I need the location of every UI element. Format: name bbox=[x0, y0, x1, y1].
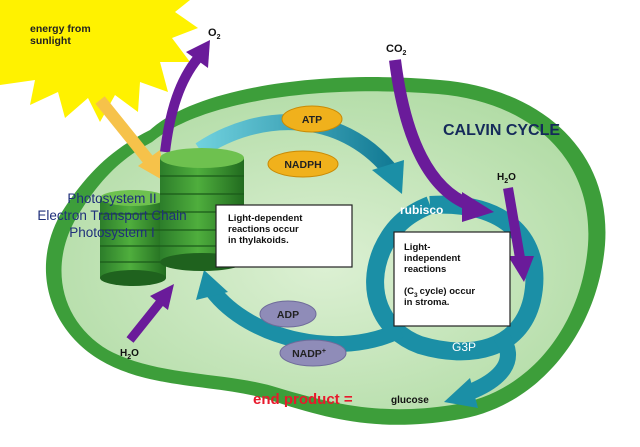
calvin-cycle-ring bbox=[366, 195, 544, 361]
h2o-left-arrow bbox=[126, 297, 166, 343]
g3p-exit-arrowhead bbox=[444, 378, 478, 408]
atp-badge: ATP bbox=[281, 105, 343, 133]
electron-transport-chain-label: Electron Transport Chain bbox=[37, 208, 186, 223]
h2o-right-label: H2O bbox=[497, 172, 516, 185]
g3p-exit-arrow bbox=[466, 330, 516, 400]
end-product-label: end product = bbox=[253, 391, 353, 408]
photosystem-i-label: Photosystem I bbox=[69, 225, 155, 240]
rubisco-label: rubisco bbox=[400, 203, 443, 217]
sunlight-arrow bbox=[95, 96, 155, 166]
svg-text:ADP: ADP bbox=[277, 309, 299, 321]
svg-text:NADPH: NADPH bbox=[284, 159, 321, 171]
sun-icon bbox=[0, 0, 198, 122]
sunlight-arrowhead bbox=[138, 150, 166, 182]
nadph-badge: NADPH bbox=[267, 150, 339, 178]
co2-arrow bbox=[389, 59, 473, 211]
co2-label: CO2 bbox=[386, 43, 407, 57]
h2o-left-label: H2O bbox=[120, 348, 139, 361]
o2-arrowhead bbox=[186, 40, 210, 68]
h2o-right-arrow bbox=[503, 187, 525, 259]
atp-nadph-flow-arrowhead bbox=[372, 160, 404, 194]
o2-label: O2 bbox=[208, 27, 221, 41]
nadp-badge: NADP+ bbox=[279, 339, 347, 367]
h2o-right-arrowhead bbox=[508, 256, 534, 282]
light-dependent-box: Light-dependent reactions occur in thyla… bbox=[215, 204, 353, 268]
co2-arrowhead bbox=[462, 192, 494, 222]
adp-nadp-return-arrowhead bbox=[196, 270, 228, 300]
svg-text:ATP: ATP bbox=[302, 114, 322, 126]
g3p-label: G3P bbox=[452, 340, 476, 354]
adp-nadp-return-arrow bbox=[205, 284, 404, 353]
svg-text:NADP+: NADP+ bbox=[292, 348, 326, 360]
h2o-left-arrowhead bbox=[150, 284, 174, 310]
glucose-label: glucose bbox=[391, 395, 429, 406]
sunlight-label: energy from sunlight bbox=[30, 23, 94, 47]
svg-text:Light-dependent reaction: Light-dependent reactions occur in thyla… bbox=[228, 213, 305, 246]
granum-left bbox=[100, 190, 166, 286]
o2-arrow bbox=[160, 54, 202, 153]
calvin-cycle-title: CALVIN CYCLE bbox=[443, 122, 560, 139]
photosystem-ii-label: Photosystem II bbox=[67, 191, 156, 206]
svg-text:Light- independent: Light- independent reactions bbox=[404, 242, 463, 275]
svg-text:in stroma.: in stroma. bbox=[404, 297, 449, 308]
adp-badge: ADP bbox=[259, 300, 317, 328]
